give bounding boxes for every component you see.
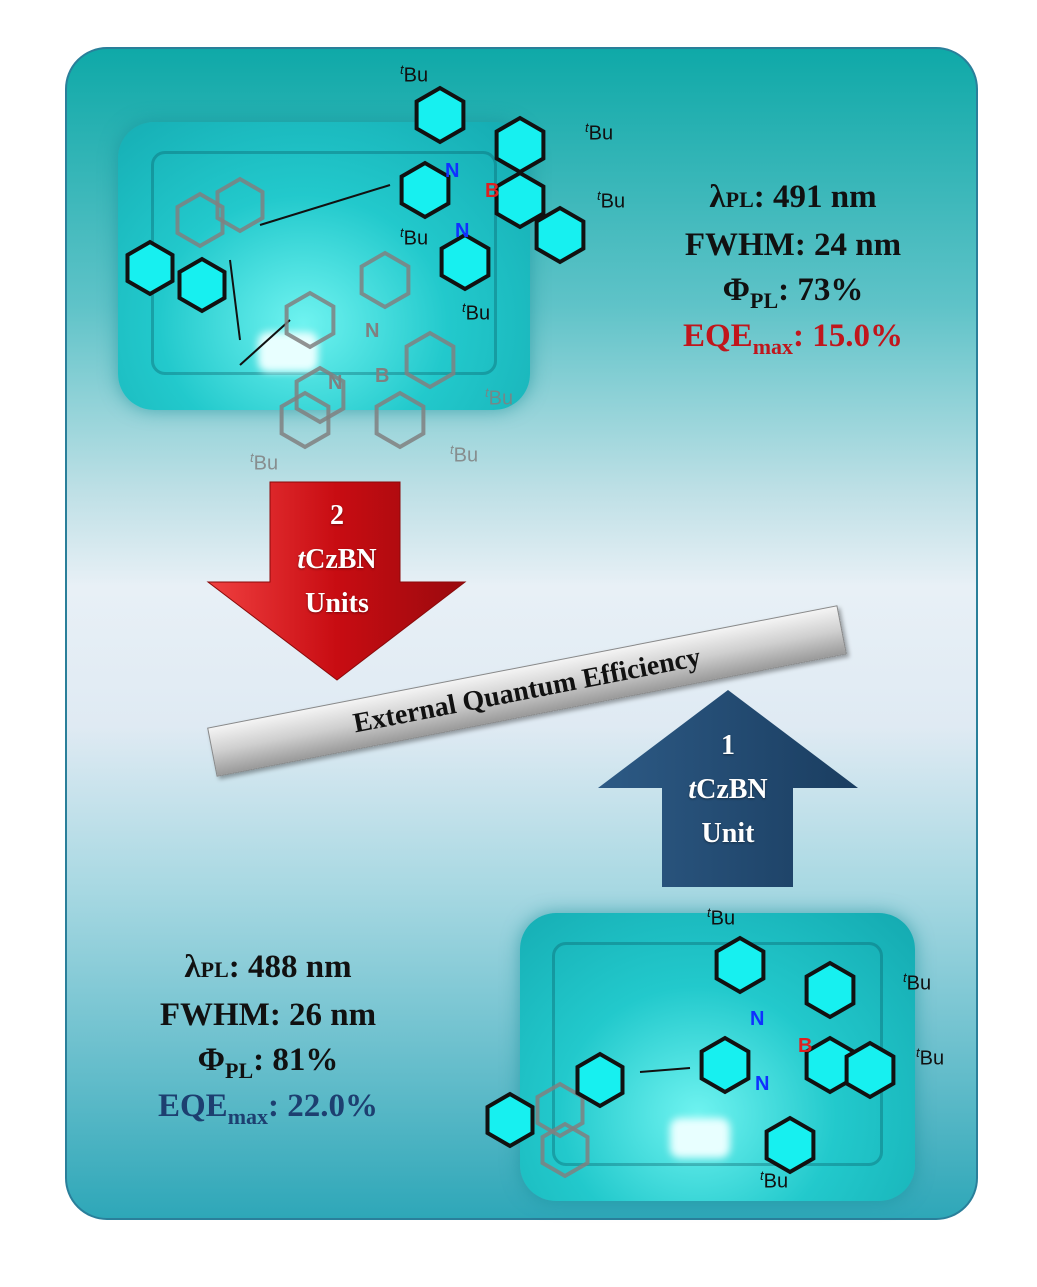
red-arrow-label: 2 tCzBN Units: [297, 500, 377, 619]
atom-label-nitrogen: N: [445, 160, 460, 182]
tbu-label: tBu: [707, 905, 736, 930]
atom-label-nitrogen: N: [365, 320, 380, 342]
benzene-ring: [714, 935, 766, 995]
benzene-ring: [125, 239, 175, 297]
bond: [239, 319, 291, 366]
phi-pl-bottom: ΦPL: 81%: [197, 1042, 339, 1083]
benzene-ring: [294, 365, 346, 425]
benzene-ring: [439, 232, 491, 292]
benzene-ring: [399, 160, 451, 220]
benzene-ring: [215, 176, 265, 234]
benzene-ring: [494, 170, 546, 230]
fwhm-bottom: FWHM: 26 nm: [159, 996, 377, 1033]
benzene-ring: [374, 390, 426, 450]
eqe-max-top: EQEmax: 15.0%: [682, 317, 904, 359]
benzene-ring: [699, 1035, 751, 1095]
fwhm-top: FWHM: 24 nm: [684, 226, 902, 263]
benzene-ring: [175, 191, 225, 249]
atom-label-nitrogen: N: [328, 372, 343, 394]
blue-arrow-label: 1 tCzBN Unit: [688, 730, 768, 849]
bond: [229, 259, 241, 341]
tbu-label: tBu: [400, 225, 429, 250]
lambda-pl-top: λPL: 491 nm: [709, 179, 877, 215]
benzene-ring: [177, 256, 227, 314]
tbu-label: tBu: [760, 1168, 789, 1193]
phi-pl-top: ΦPL: 73%: [722, 272, 864, 313]
benzene-ring: [534, 205, 586, 265]
tbu-label: tBu: [450, 442, 479, 467]
top-stats: λPL: 491 nm FWHM: 24 nm ΦPL: 73% EQEmax:…: [643, 175, 943, 359]
blue-up-arrow: [598, 690, 858, 887]
benzene-ring: [804, 960, 856, 1020]
bond: [639, 1067, 691, 1073]
tbu-label: tBu: [485, 385, 514, 410]
atom-label-boron: B: [375, 365, 390, 387]
atom-label-boron: B: [485, 180, 500, 202]
tbu-label: tBu: [903, 970, 932, 995]
red-down-arrow: [206, 481, 467, 681]
tbu-label: tBu: [585, 120, 614, 145]
bottom-stats: λPL: 488 nm FWHM: 26 nm ΦPL: 81% EQEmax:…: [118, 945, 418, 1129]
atom-label-nitrogen: N: [755, 1073, 770, 1095]
tbu-label: tBu: [916, 1045, 945, 1070]
bond: [259, 184, 391, 226]
benzene-ring: [764, 1115, 816, 1175]
benzene-ring: [540, 1121, 590, 1179]
tbu-label: tBu: [250, 450, 279, 475]
benzene-ring: [844, 1040, 896, 1100]
tbu-label: tBu: [462, 300, 491, 325]
lambda-pl-bottom: λPL: 488 nm: [184, 949, 352, 985]
eqe-max-bottom: EQEmax: 22.0%: [157, 1087, 379, 1129]
benzene-ring: [575, 1051, 625, 1109]
tbu-label: tBu: [597, 188, 626, 213]
atom-label-nitrogen: N: [750, 1008, 765, 1030]
benzene-ring: [414, 85, 466, 145]
benzene-ring: [279, 390, 331, 450]
atom-label-boron: B: [798, 1035, 813, 1057]
benzene-ring: [359, 250, 411, 310]
benzene-ring: [485, 1091, 535, 1149]
benzene-ring: [284, 290, 336, 350]
atom-label-nitrogen: N: [455, 220, 470, 242]
tbu-label: tBu: [400, 62, 429, 87]
benzene-ring: [404, 330, 456, 390]
